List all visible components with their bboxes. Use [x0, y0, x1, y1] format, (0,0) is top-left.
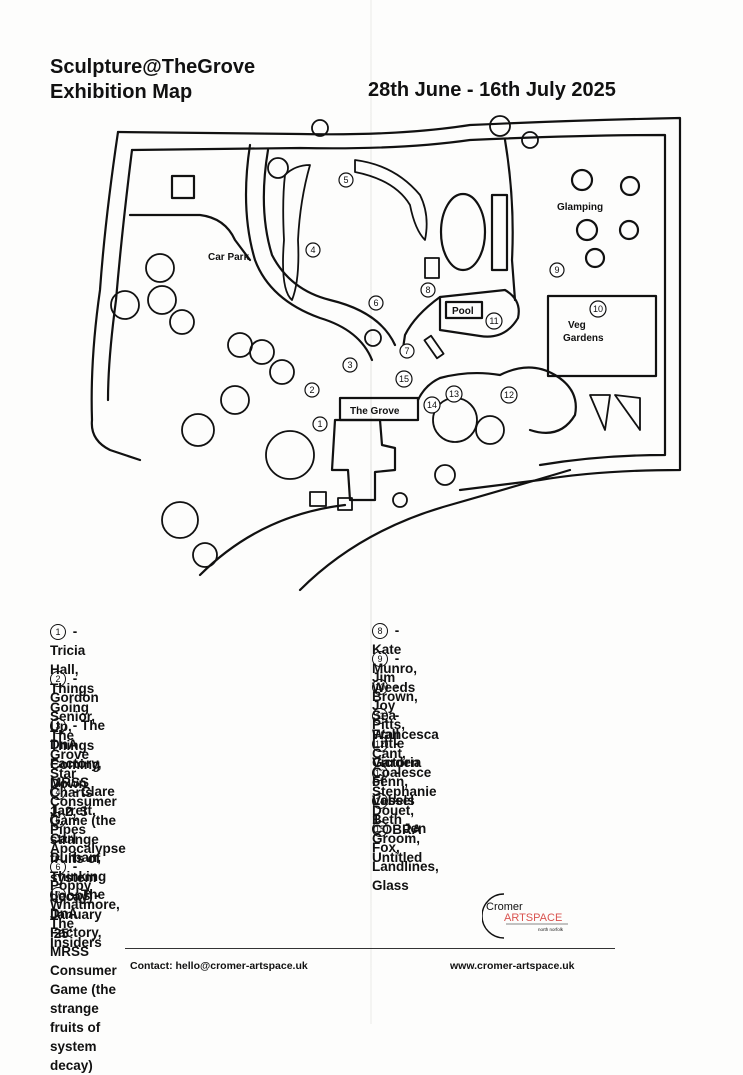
- boundary-inner: [130, 133, 667, 467]
- svg-text:12: 12: [504, 390, 514, 400]
- exhibition-dates: 28th June - 16th July 2025: [368, 79, 616, 101]
- car-park-area: [128, 213, 252, 262]
- svg-text:15: 15: [399, 374, 409, 384]
- logo-line2: ARTSPACE: [504, 912, 562, 924]
- tent-2: [619, 175, 641, 197]
- svg-text:13: 13: [449, 389, 459, 399]
- marker-num: 4: [50, 784, 66, 800]
- lawn-edge: [416, 366, 577, 434]
- marker-num: 10: [372, 679, 388, 695]
- marker-num: 14: [372, 793, 388, 809]
- svg-text:3: 3: [347, 360, 352, 370]
- marker-num: 13: [372, 765, 388, 781]
- glamping-label: Glamping: [557, 202, 603, 213]
- house-label-box: [338, 396, 420, 422]
- marker-num: 7: [50, 887, 66, 903]
- cromer-artspace-logo: Cromer ARTSPACE north norfolk: [482, 893, 568, 939]
- paper-fold: [370, 0, 372, 1024]
- south-drive-2: [298, 468, 572, 592]
- veg-label: Veg: [568, 320, 586, 331]
- website-url: www.cromer-artspace.uk: [450, 960, 575, 972]
- marker-7: 7: [399, 343, 415, 359]
- trees: [110, 115, 539, 568]
- veg-garden: [546, 294, 658, 378]
- page-subtitle: Exhibition Map: [50, 81, 193, 103]
- marker-9: 9: [549, 262, 565, 278]
- svg-text:5: 5: [343, 175, 348, 185]
- svg-text:7: 7: [404, 346, 409, 356]
- car-park-label: Car Park: [208, 252, 250, 263]
- grove-label: The Grove: [350, 406, 400, 417]
- svg-text:1: 1: [317, 419, 322, 429]
- hedge-west: [282, 164, 311, 301]
- logo-line1: Cromer: [486, 901, 523, 913]
- footer-divider: [125, 948, 615, 949]
- svg-text:6: 6: [373, 298, 378, 308]
- south-drive: [198, 503, 347, 577]
- pool-label: Pool: [452, 306, 474, 317]
- tent-5: [584, 247, 606, 269]
- marker-13: 13: [445, 385, 463, 403]
- pond-planks: [490, 193, 509, 272]
- svg-text:2: 2: [309, 385, 314, 395]
- svg-text:4: 4: [310, 245, 315, 255]
- marker-num: 1: [50, 624, 66, 640]
- marker-num: 6: [50, 859, 66, 875]
- gardens-label: Gardens: [563, 333, 604, 344]
- pool-building: [438, 288, 520, 338]
- marker-11: 11: [485, 312, 503, 330]
- site-boundary: [116, 116, 682, 492]
- marker-num: 9: [372, 651, 388, 667]
- marker-num: 5: [50, 812, 66, 828]
- house: [330, 418, 397, 502]
- legend-entry-15: 15 - Jen Fox, Landlines, Glass: [372, 821, 439, 893]
- marker-num: 12: [372, 736, 388, 752]
- contact-email: Contact: hello@cromer-artspace.uk: [130, 960, 308, 972]
- svg-text:10: 10: [593, 304, 603, 314]
- tent-1: [570, 168, 594, 192]
- svg-text:14: 14: [427, 400, 437, 410]
- svg-text:9: 9: [554, 265, 559, 275]
- marker-4: 4: [305, 242, 321, 258]
- marker-6: 6: [368, 295, 384, 311]
- legend-entry-7: 7 - The DnA Factory, MRSS Consumer Game …: [50, 887, 117, 1073]
- marker-num: 11: [372, 708, 388, 724]
- svg-text:11: 11: [489, 316, 498, 326]
- tent-3: [575, 218, 599, 242]
- marker-5: 5: [338, 172, 354, 188]
- marker-num: 15: [372, 821, 388, 837]
- marker-num: 2: [50, 671, 66, 687]
- page-title: Sculpture@TheGrove: [50, 56, 256, 78]
- legend-entry-14: 14 - Beth Groom, Untitled: [372, 793, 423, 865]
- tent-4: [618, 219, 640, 241]
- marker-10: 10: [589, 300, 607, 318]
- driveway: [244, 143, 374, 362]
- svg-text:8: 8: [425, 285, 430, 295]
- east-path: [503, 138, 517, 302]
- marker-3: 3: [342, 357, 358, 373]
- shed: [170, 174, 196, 200]
- legend-entry-3: 3 - The DnA Factory, MRSS Consumer Game …: [50, 718, 117, 904]
- marker-2: 2: [304, 382, 320, 398]
- pool-label-box: [444, 300, 484, 320]
- hedge-east: [354, 159, 428, 241]
- pool-path: [400, 295, 442, 357]
- marker-1: 1: [312, 416, 328, 432]
- logo-line3: north norfolk: [538, 927, 564, 932]
- outbuildings: [309, 257, 641, 511]
- exhibition-map: Car Park Glamping Pool Veg Gardens The G…: [90, 115, 682, 592]
- marker-8: 8: [420, 282, 436, 298]
- marker-12: 12: [500, 386, 518, 404]
- driveway-inner: [262, 148, 397, 347]
- marker-15: 15: [395, 370, 413, 388]
- marker-num: 8: [372, 623, 388, 639]
- west-boundary-inner: [106, 148, 134, 402]
- marker-num: 3: [50, 718, 66, 734]
- west-boundary: [90, 130, 142, 462]
- pond: [439, 192, 487, 272]
- marker-14: 14: [423, 396, 441, 414]
